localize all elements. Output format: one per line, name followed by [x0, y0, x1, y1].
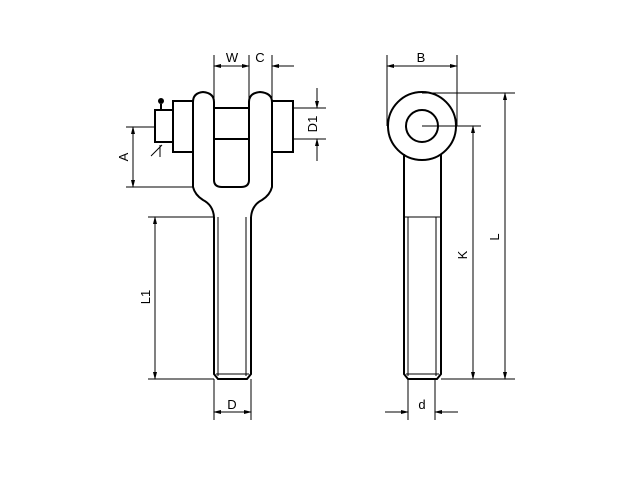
- front-view: W C D1 A L1: [116, 50, 326, 420]
- dimension-l1: L1: [138, 216, 214, 380]
- clevis-body: [192, 90, 273, 218]
- label-k: K: [455, 250, 470, 259]
- dimension-l: L: [422, 92, 515, 380]
- left-nut: [172, 100, 194, 153]
- threaded-shank: [213, 217, 252, 380]
- right-nut: [271, 100, 294, 153]
- label-l: L: [487, 233, 502, 240]
- dimension-d-upper: D: [213, 379, 252, 420]
- dimension-a: A: [116, 126, 193, 188]
- dimension-k: K: [422, 125, 515, 380]
- pin: [213, 107, 250, 140]
- side-shank: [403, 154, 442, 380]
- dimension-d1: D1: [293, 88, 326, 161]
- label-l1: L1: [138, 290, 153, 304]
- label-d1: D1: [305, 116, 320, 133]
- label-d-upper: D: [227, 397, 236, 412]
- side-view: B K L d: [385, 50, 515, 420]
- cotter-head: [154, 109, 174, 143]
- label-c: C: [255, 50, 264, 65]
- dimension-w: W: [213, 50, 250, 108]
- label-b: B: [417, 50, 426, 65]
- label-a: A: [116, 152, 131, 161]
- dimension-d-lower: d: [385, 379, 458, 420]
- label-w: W: [226, 50, 239, 65]
- cotter-pin-knob: [158, 98, 164, 104]
- label-d-lower: d: [418, 397, 425, 412]
- dimension-b: B: [386, 50, 458, 126]
- dimension-c: C: [255, 50, 294, 100]
